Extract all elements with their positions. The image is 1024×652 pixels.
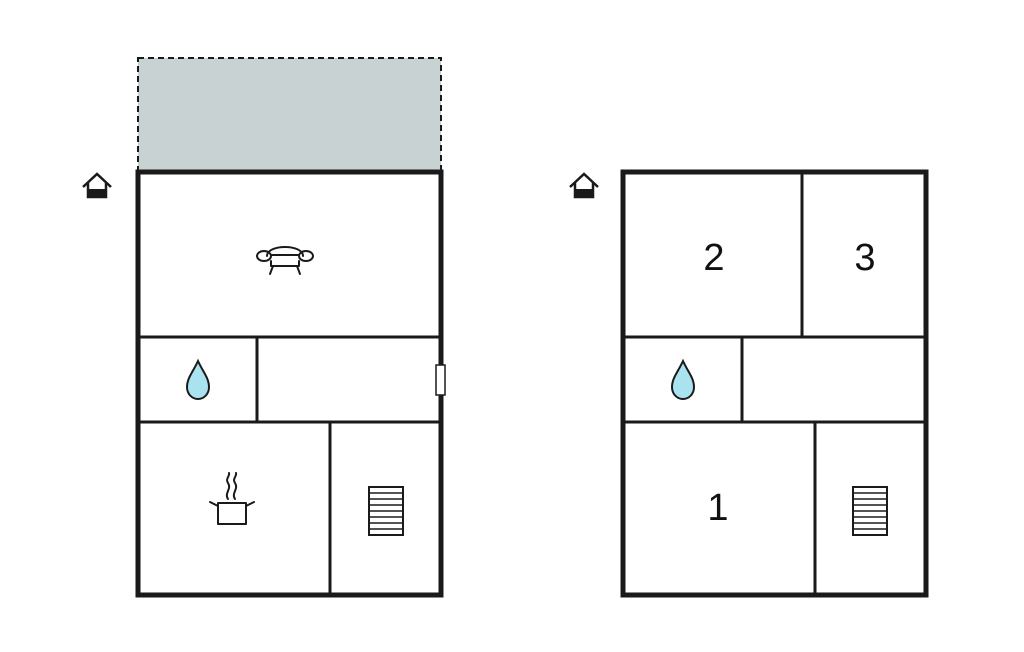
ground-floor-plan [82, 57, 446, 598]
upper-floor-plan: 2 3 1 [569, 169, 929, 598]
cooking-pot-icon [209, 472, 255, 525]
terrace-area [137, 57, 442, 173]
staircase-icon [852, 486, 888, 536]
staircase-icon [368, 486, 404, 536]
upper-floor-outer-wall [620, 169, 929, 598]
water-drop-icon [670, 358, 696, 401]
door-icon [435, 364, 446, 396]
room-label-bedroom-3: 3 [854, 237, 875, 279]
house-entrance-icon [82, 172, 112, 199]
sofa-icon [256, 246, 314, 275]
water-drop-icon [185, 358, 211, 401]
room-label-bedroom-1: 1 [707, 487, 728, 529]
house-entrance-icon [569, 172, 599, 199]
room-label-bedroom-2: 2 [703, 237, 724, 279]
